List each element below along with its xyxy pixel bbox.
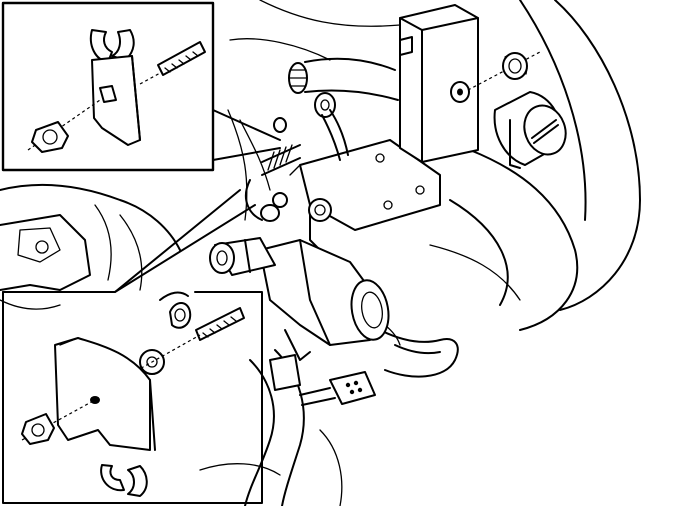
center-screw xyxy=(244,144,301,221)
top-left-detail-callout xyxy=(1,1,281,172)
bottom-left-detail-callout xyxy=(2,189,263,504)
bracket-nuts xyxy=(260,57,399,222)
top-right-nut xyxy=(467,51,541,91)
cylindrical-sensor xyxy=(493,91,567,169)
sensor-housing-block xyxy=(399,4,479,163)
valve-body xyxy=(209,237,390,391)
